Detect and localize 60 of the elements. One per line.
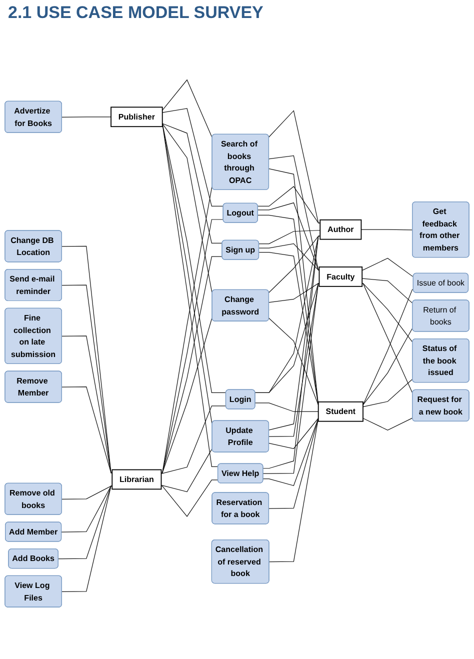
node-box: Librarian bbox=[112, 469, 162, 490]
connector bbox=[160, 256, 222, 474]
connector bbox=[61, 116, 112, 118]
connector bbox=[162, 123, 212, 294]
connector bbox=[61, 386, 112, 474]
connector bbox=[258, 230, 320, 244]
connector bbox=[362, 378, 413, 408]
connector bbox=[160, 186, 212, 474]
connector bbox=[268, 168, 319, 406]
connector bbox=[257, 202, 320, 270]
connector bbox=[162, 123, 212, 424]
connector bbox=[257, 214, 319, 406]
connector bbox=[258, 252, 319, 406]
connector bbox=[162, 123, 226, 393]
connector bbox=[258, 243, 320, 270]
connector bbox=[268, 283, 320, 437]
connector bbox=[268, 236, 320, 294]
connector bbox=[160, 406, 226, 474]
connector bbox=[262, 236, 320, 469]
connector bbox=[254, 402, 319, 412]
connector bbox=[268, 418, 319, 509]
connector bbox=[162, 123, 222, 244]
connector bbox=[268, 318, 319, 406]
connector bbox=[160, 318, 212, 474]
connector bbox=[268, 110, 320, 224]
connector bbox=[162, 79, 212, 138]
connector bbox=[262, 283, 320, 474]
connector bbox=[58, 486, 112, 560]
connector bbox=[362, 278, 413, 304]
connector bbox=[160, 480, 218, 517]
connector bbox=[362, 283, 413, 394]
connector bbox=[254, 236, 320, 393]
connector bbox=[362, 418, 413, 430]
connector bbox=[60, 486, 112, 532]
connector bbox=[61, 336, 112, 474]
connector bbox=[268, 418, 319, 562]
connector bbox=[360, 229, 413, 230]
connector bbox=[162, 123, 218, 467]
node-box: Author bbox=[320, 219, 362, 240]
connector bbox=[61, 486, 112, 500]
connector bbox=[268, 283, 320, 303]
connector bbox=[162, 108, 224, 207]
connector bbox=[362, 289, 414, 406]
connector bbox=[61, 246, 112, 474]
diagram-title: 2.1 USE CASE MODEL SURVEY bbox=[8, 3, 264, 23]
connector bbox=[160, 448, 212, 492]
connector bbox=[268, 155, 320, 270]
connector bbox=[268, 418, 319, 449]
connector bbox=[61, 486, 112, 592]
connector bbox=[262, 418, 319, 486]
connector bbox=[362, 258, 414, 277]
connector bbox=[268, 236, 320, 430]
node-box: Faculty bbox=[318, 266, 363, 287]
connector bbox=[61, 284, 112, 474]
connector bbox=[257, 186, 320, 224]
connector bbox=[160, 219, 224, 474]
connector bbox=[362, 328, 413, 406]
connector bbox=[362, 283, 413, 342]
node-box: Publisher bbox=[110, 106, 163, 128]
node-box: Student bbox=[318, 401, 364, 422]
